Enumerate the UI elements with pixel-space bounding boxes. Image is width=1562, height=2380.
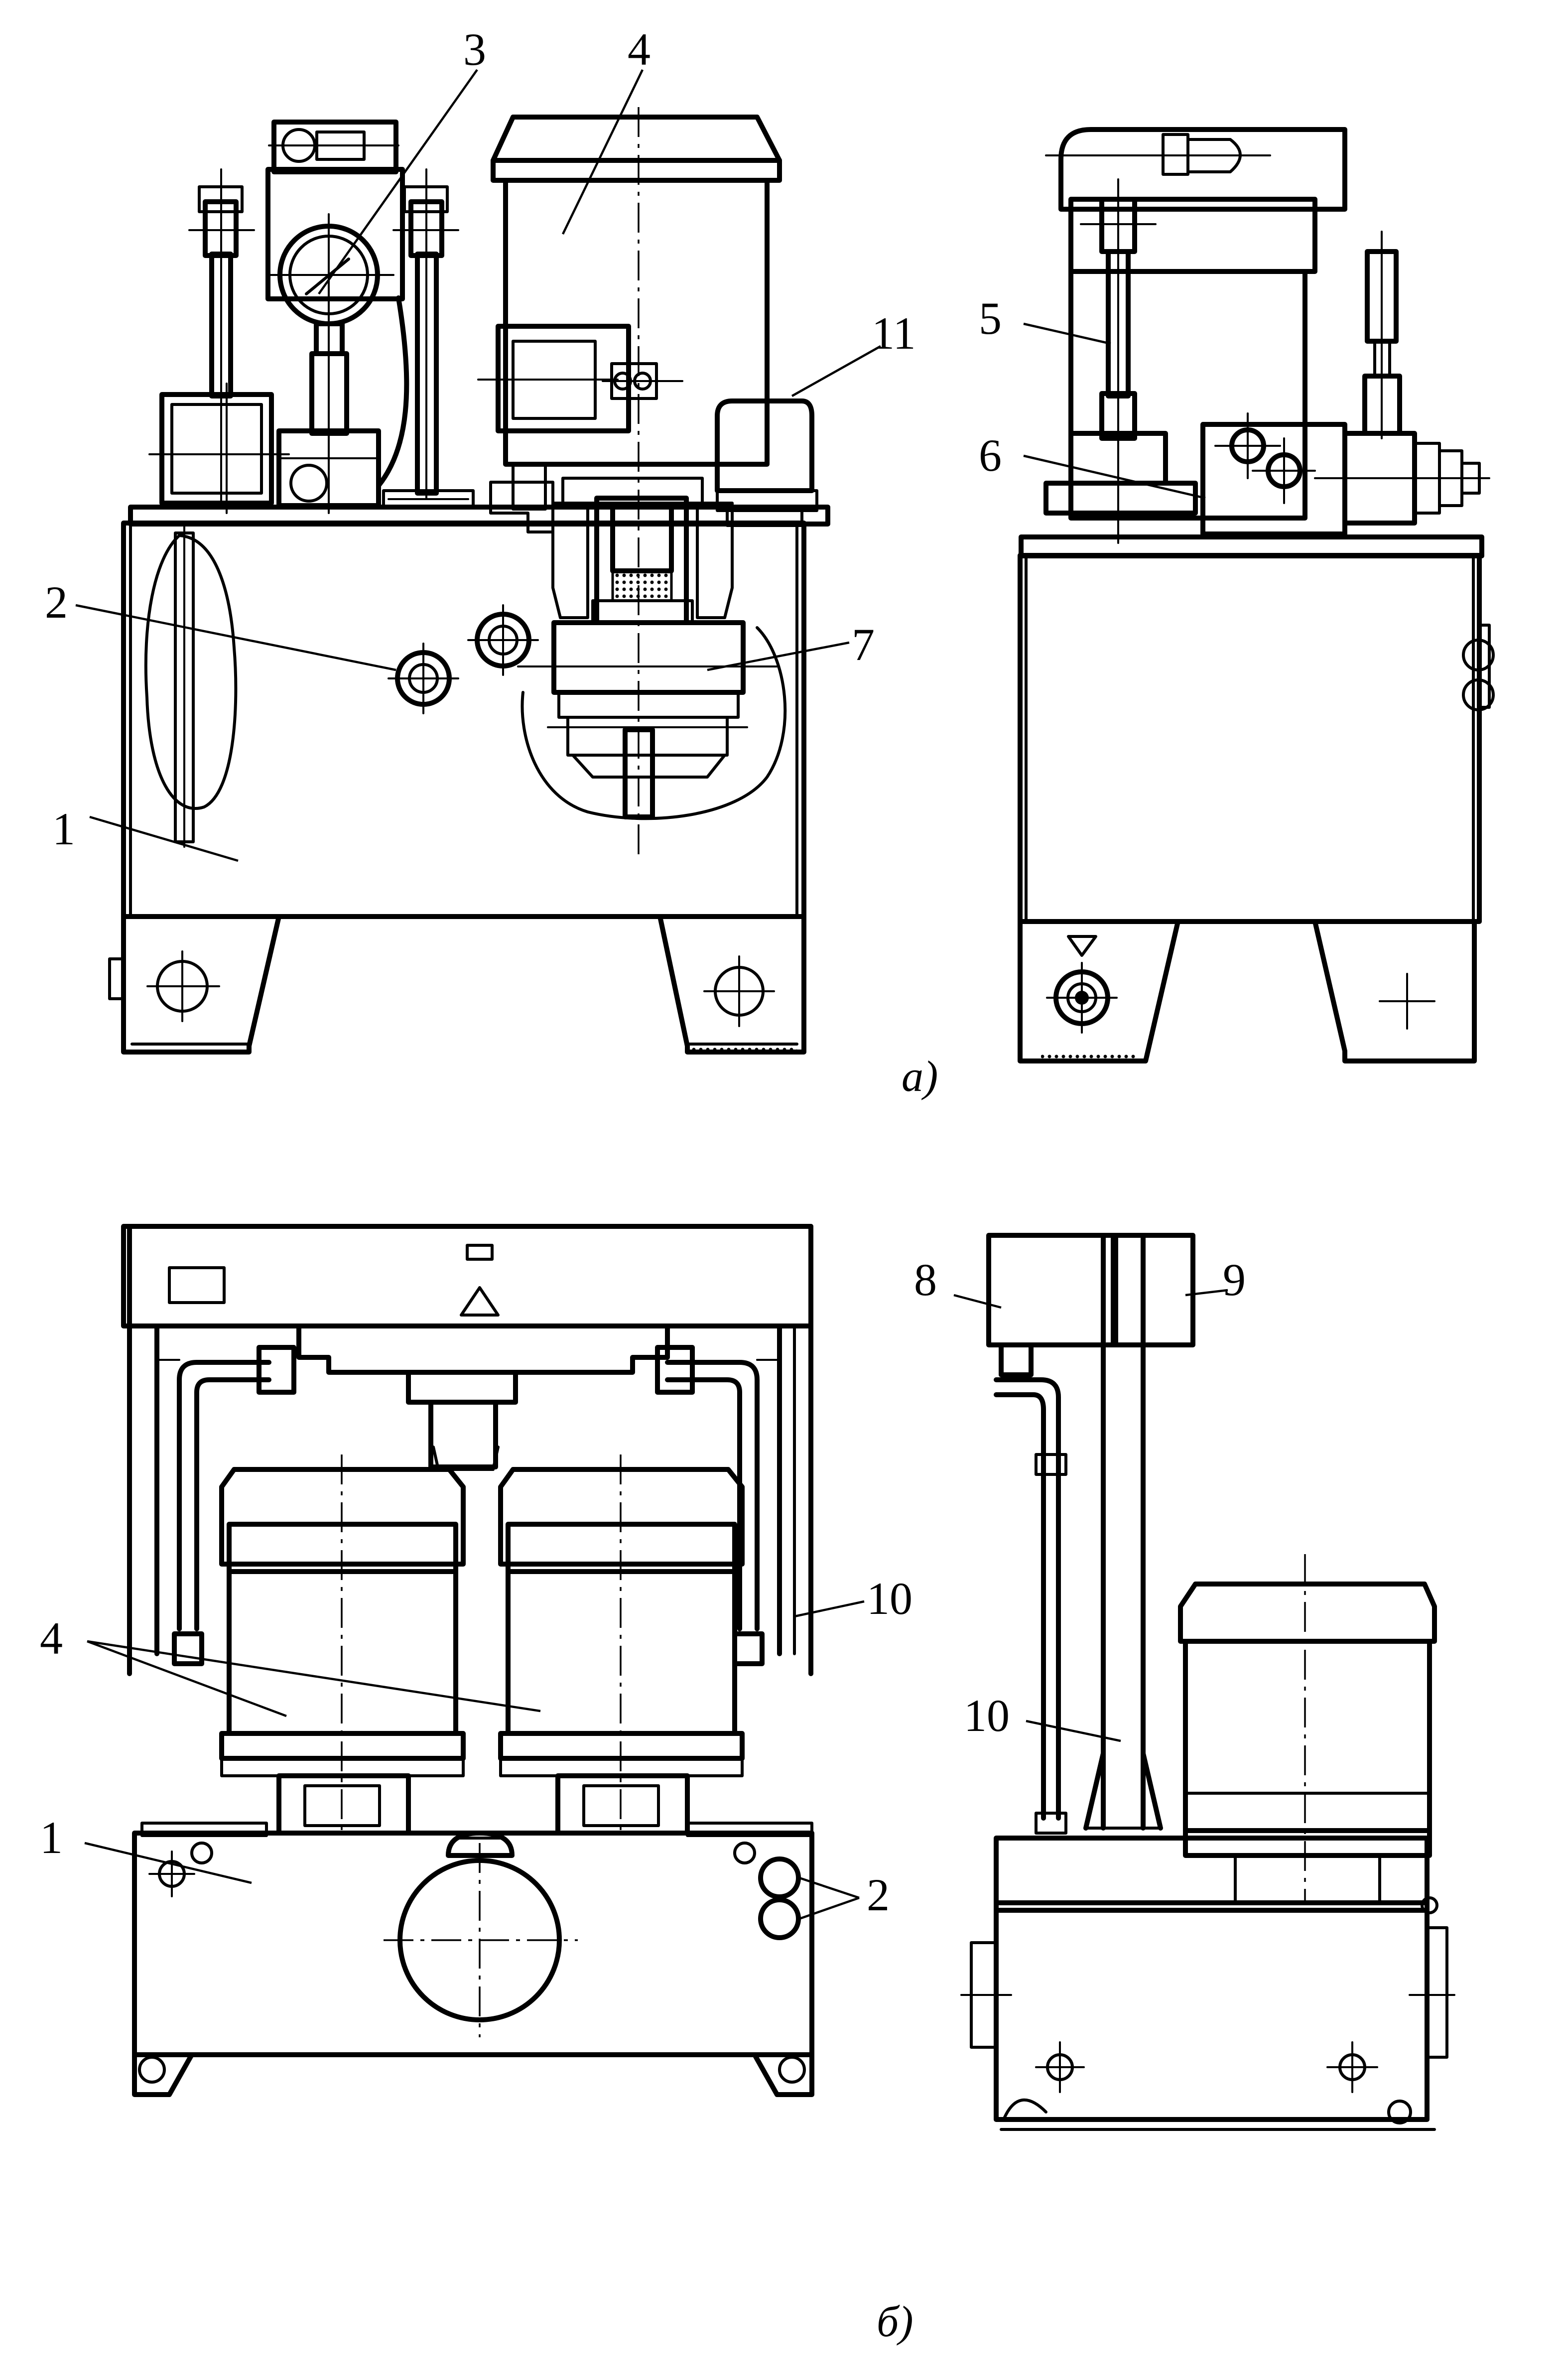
label-11: 11 xyxy=(872,308,916,359)
label-b-1: 1 xyxy=(40,1812,63,1863)
label-6: 6 xyxy=(979,430,1002,481)
view-a-front: 1 2 3 4 7 11 xyxy=(45,24,916,1055)
motor-front xyxy=(477,107,782,857)
label-3: 3 xyxy=(463,24,486,75)
label-b-9: 9 xyxy=(1223,1254,1246,1305)
label-7: 7 xyxy=(852,619,875,670)
pump-cutaway-front xyxy=(489,477,787,820)
label-5: 5 xyxy=(979,293,1002,344)
tank-front xyxy=(108,505,830,1055)
label-b-8: 8 xyxy=(914,1254,937,1305)
view-b-front: 1 2 4 10 xyxy=(40,1224,912,2097)
label-b-2: 2 xyxy=(867,1869,890,1920)
label-b-10: 10 xyxy=(867,1573,912,1624)
motor-b-right xyxy=(498,1454,745,1836)
motor-b-left xyxy=(219,1454,466,1836)
label-2: 2 xyxy=(45,577,68,628)
relay-box-front xyxy=(715,398,818,527)
view-b-side: 8 9 10 xyxy=(914,1233,1455,2131)
leaders-front xyxy=(75,69,882,862)
label-b-10-side: 10 xyxy=(964,1690,1010,1741)
label-1: 1 xyxy=(52,803,75,854)
pressure-gauge-front xyxy=(265,120,409,514)
label-4: 4 xyxy=(628,24,651,75)
view-a-side: 5 6 xyxy=(979,127,1495,1063)
ports-front xyxy=(388,604,539,714)
caption-a: а) xyxy=(902,1053,938,1101)
caption-b: б) xyxy=(877,2298,913,2346)
label-b-4: 4 xyxy=(40,1613,63,1664)
filter-assembly-front xyxy=(148,168,475,514)
